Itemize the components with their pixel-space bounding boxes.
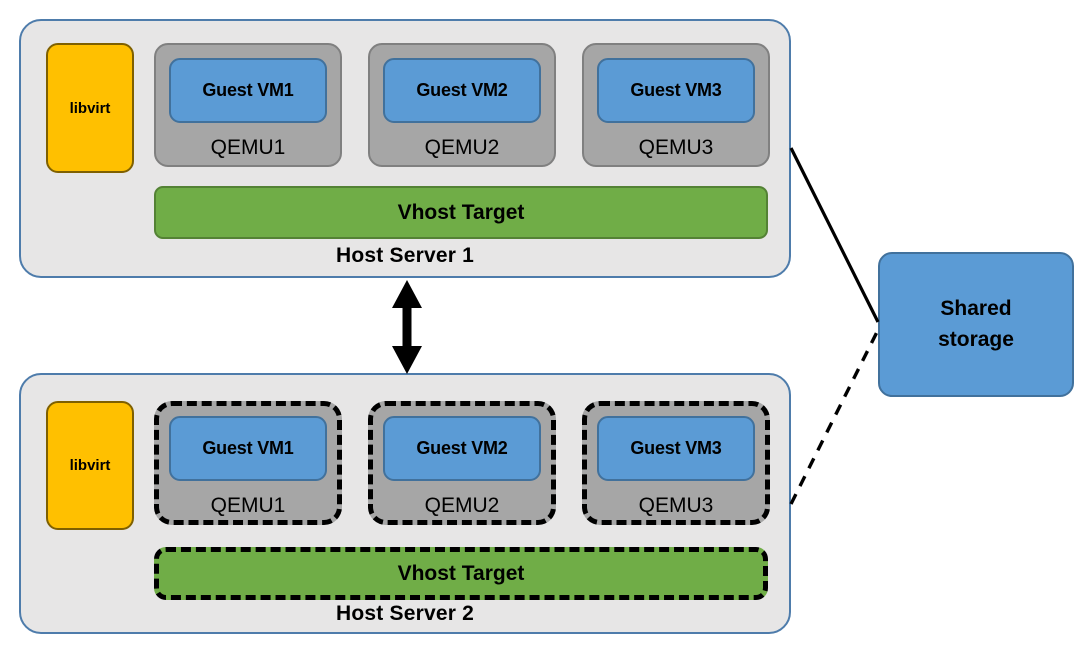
host-server-1-container: libvirt Guest VM1 QEMU1 Guest VM2 QEMU2 …: [19, 19, 791, 278]
qemu-label: QEMU2: [424, 494, 500, 517]
host-server-2-label: Host Server 2: [335, 602, 474, 625]
vhost-target-host1: Vhost Target: [154, 186, 768, 239]
qemu-label: QEMU1: [210, 494, 286, 517]
guest-vm-label: Guest VM2: [416, 80, 508, 100]
qemu-box-2-host1: Guest VM2 QEMU2: [368, 43, 556, 167]
guest-vm-3-host2: Guest VM3: [597, 416, 755, 481]
connector-host2-to-storage: [789, 329, 880, 505]
connector-migration-arrow: [392, 280, 422, 374]
qemu-label: QEMU3: [638, 136, 714, 159]
vhost-target-label: Vhost Target: [397, 200, 525, 224]
host-server-2-container: libvirt Guest VM1 QEMU1 Guest VM2 QEMU2 …: [19, 373, 791, 634]
libvirt-label: libvirt: [69, 457, 111, 474]
libvirt-box-host1: libvirt: [46, 43, 134, 173]
qemu-label: QEMU3: [638, 494, 714, 517]
guest-vm-2-host2: Guest VM2: [383, 416, 541, 481]
guest-vm-1-host1: Guest VM1: [169, 58, 327, 123]
qemu-box-1-host2: Guest VM1 QEMU1: [154, 401, 342, 525]
connector-host1-to-storage: [789, 147, 880, 323]
qemu-label: QEMU2: [424, 136, 500, 159]
guest-vm-2-host1: Guest VM2: [383, 58, 541, 123]
shared-storage-label-line2: storage: [938, 327, 1014, 351]
shared-storage-label-line1: Shared: [940, 297, 1012, 321]
qemu-box-1-host1: Guest VM1 QEMU1: [154, 43, 342, 167]
guest-vm-label: Guest VM3: [630, 80, 722, 100]
guest-vm-label: Guest VM3: [630, 438, 722, 458]
guest-vm-label: Guest VM2: [416, 438, 508, 458]
qemu-box-2-host2: Guest VM2 QEMU2: [368, 401, 556, 525]
shared-storage-box: Shared storage: [878, 252, 1074, 397]
guest-vm-1-host2: Guest VM1: [169, 416, 327, 481]
qemu-label: QEMU1: [210, 136, 286, 159]
guest-vm-3-host1: Guest VM3: [597, 58, 755, 123]
guest-vm-label: Guest VM1: [202, 438, 294, 458]
qemu-box-3-host1: Guest VM3 QEMU3: [582, 43, 770, 167]
qemu-box-3-host2: Guest VM3 QEMU3: [582, 401, 770, 525]
libvirt-box-host2: libvirt: [46, 401, 134, 530]
host-server-1-label: Host Server 1: [335, 244, 474, 267]
vhost-target-host2: Vhost Target: [154, 547, 768, 600]
libvirt-label: libvirt: [69, 99, 111, 117]
vhost-target-label: Vhost Target: [397, 561, 525, 585]
guest-vm-label: Guest VM1: [202, 80, 294, 100]
